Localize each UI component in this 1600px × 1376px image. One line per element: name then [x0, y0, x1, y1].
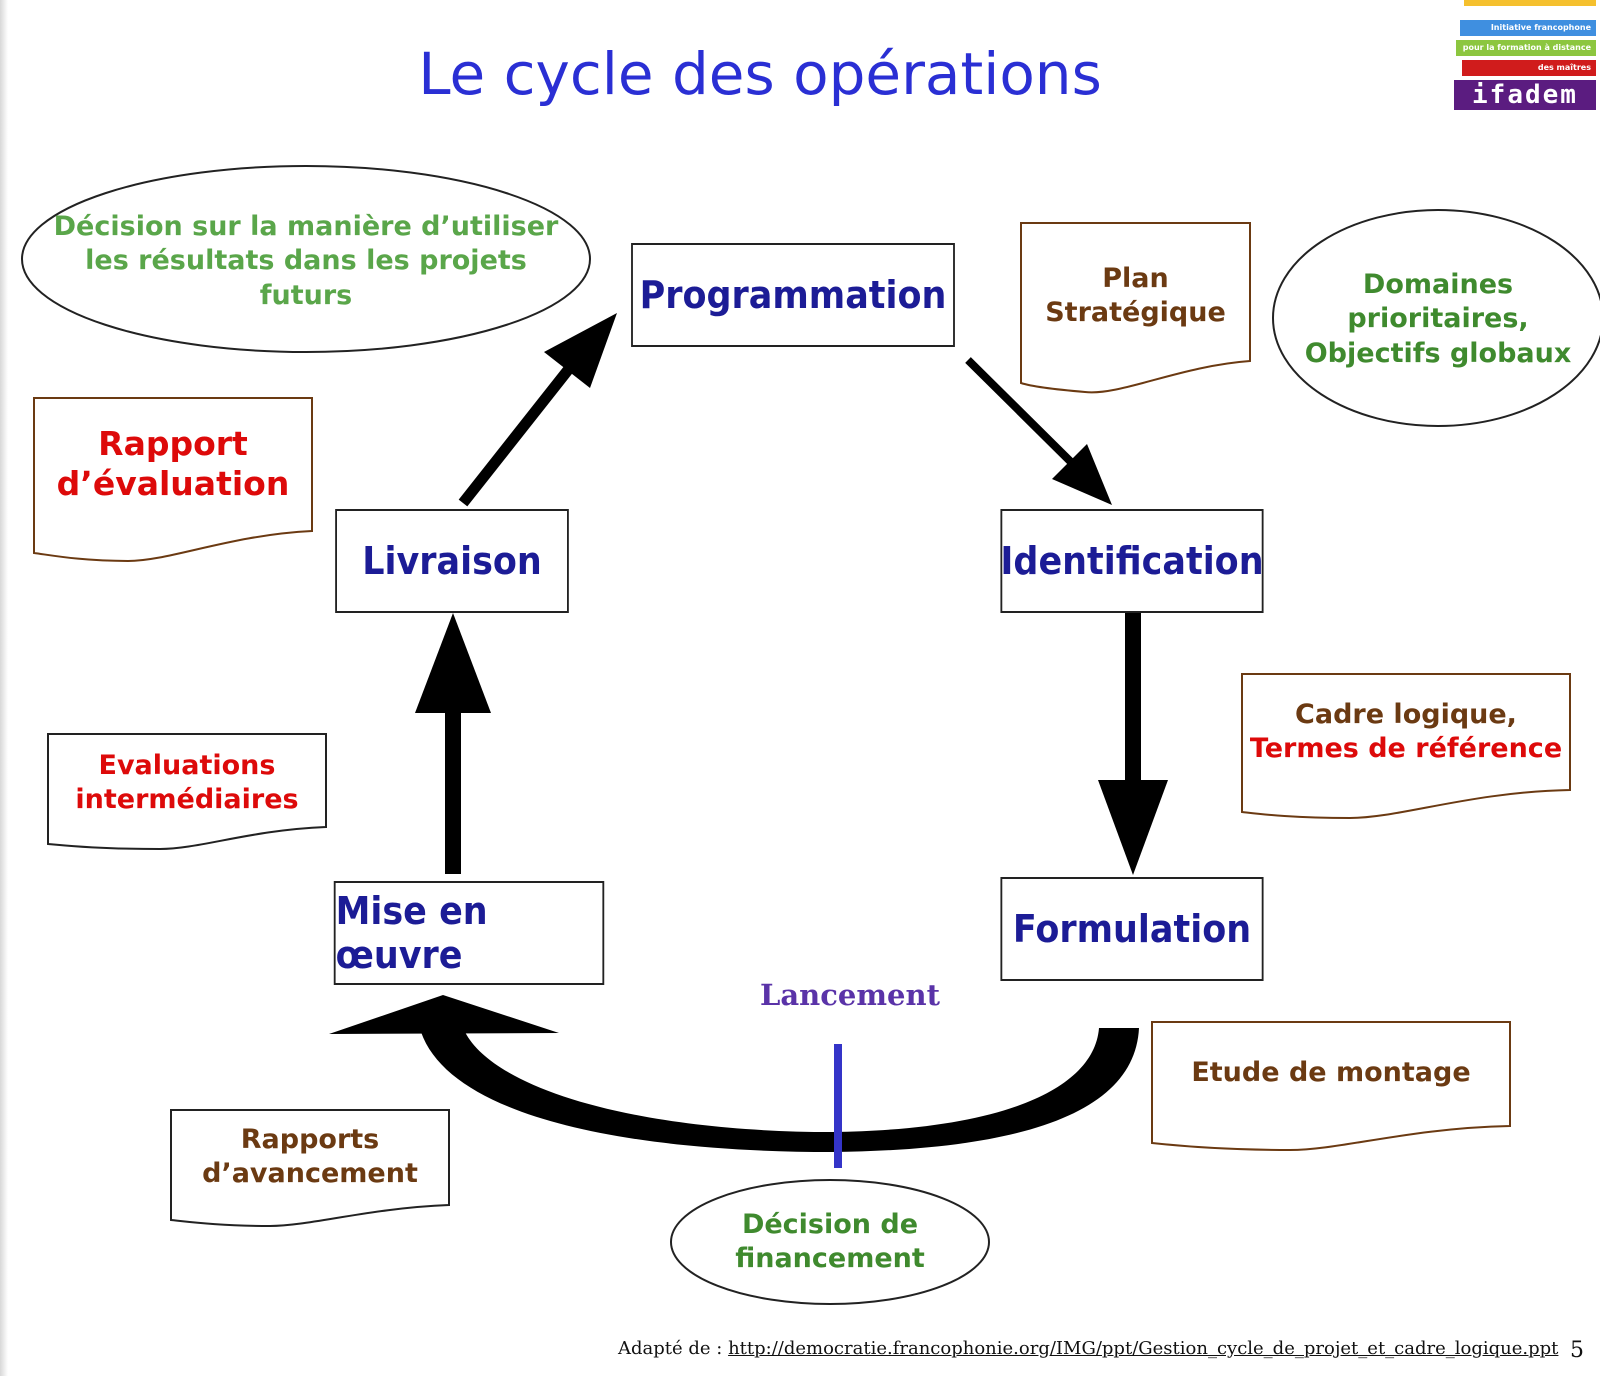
doc-rapports-avancement: [170, 1109, 450, 1228]
label-decision-resultats: Décision sur la manière d’utiliser les r…: [53, 211, 559, 311]
doc-rapport-evaluation: [33, 397, 313, 563]
page-number: 5: [1570, 1338, 1584, 1363]
doc-plan-strategique: [1020, 222, 1251, 394]
logo-line-2: pour la formation à distance: [1456, 40, 1596, 56]
label-lancement: Lancement: [760, 978, 940, 1012]
label-decision-financement: Décision de financement: [735, 1209, 925, 1275]
logo-stripe-yellow: [1464, 0, 1596, 6]
arrow-livraison-programmation-head: [544, 313, 617, 388]
label-plan-strategique: Plan Stratégique: [1045, 263, 1226, 329]
label-domaines: Domaines prioritaires, Objectifs globaux: [1304, 269, 1572, 369]
arrow-identification-formulation-shaft: [1125, 612, 1141, 780]
source-link[interactable]: http://democratie.francophonie.org/IMG/p…: [728, 1338, 1559, 1359]
ifadem-logo: Initiative francophone pour la formation…: [1454, 0, 1596, 112]
label-cadre-logique: Cadre logique, Termes de référence: [1249, 699, 1563, 765]
ellipse-domaines: [1272, 209, 1600, 427]
arrow-mise-en-oeuvre-livraison-head: [415, 613, 491, 713]
logo-line-1: Initiative francophone: [1460, 20, 1596, 36]
stage-mise-en-oeuvre: Mise en œuvre: [333, 881, 605, 985]
arrow-livraison-programmation-shaft: [458, 366, 573, 507]
stage-livraison: Livraison: [335, 509, 569, 613]
source-citation: Adapté de : http://democratie.francophon…: [618, 1338, 1558, 1359]
doc-etude-montage: [1151, 1021, 1511, 1152]
stage-identification: Identification: [1000, 509, 1264, 613]
logo-wordmark: ifadem: [1454, 80, 1596, 110]
lancement-marker: [834, 1044, 842, 1168]
ellipse-decision-resultats: [21, 165, 591, 353]
label-evaluations-intermediaires: Evaluations intermédiaires: [75, 750, 299, 816]
arrow-programmation-identification-shaft: [965, 357, 1080, 471]
arrow-mise-en-oeuvre-livraison-shaft: [445, 711, 461, 874]
label-etude-montage: Etude de montage: [1191, 1057, 1471, 1088]
logo-line-3: des maîtres: [1462, 60, 1596, 76]
arrow-formulation-mise-en-oeuvre-band: [421, 1028, 1139, 1152]
slide-left-edge: [0, 0, 8, 1376]
arrow-programmation-identification-head: [1052, 444, 1112, 505]
slide-title: Le cycle des opérations: [418, 40, 1102, 108]
label-rapport-evaluation: Rapport d’évaluation: [56, 424, 290, 504]
source-prefix: Adapté de :: [618, 1338, 729, 1359]
arrow-formulation-mise-en-oeuvre-head: [329, 995, 559, 1034]
ellipse-decision-financement: [670, 1179, 990, 1305]
stage-programmation: Programmation: [631, 243, 955, 347]
stage-formulation: Formulation: [1000, 877, 1264, 981]
doc-evaluations-intermediaires: [47, 733, 327, 851]
label-rapports-avancement: Rapports d’avancement: [202, 1124, 418, 1190]
doc-cadre-logique: [1241, 673, 1571, 820]
arrow-identification-formulation-head: [1098, 780, 1168, 875]
